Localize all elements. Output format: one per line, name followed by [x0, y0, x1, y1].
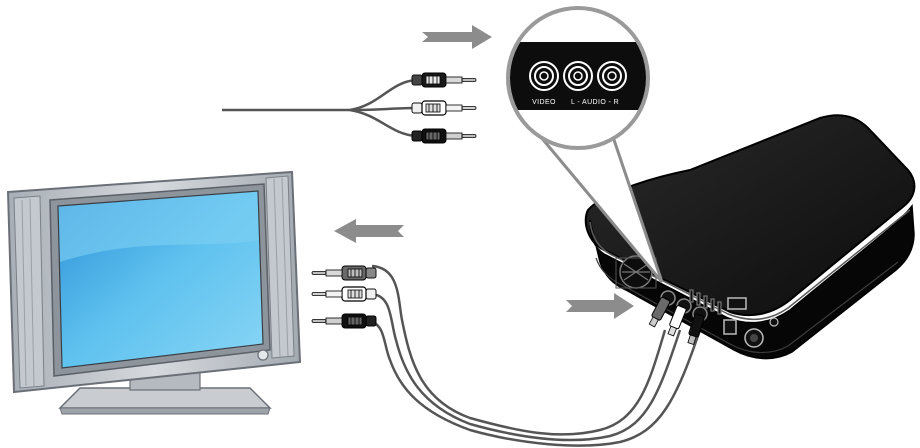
s-video-port-icon	[744, 328, 764, 348]
tv-cable-bundle	[371, 264, 702, 447]
arrow-right-icon	[566, 293, 634, 319]
rca-plug-red	[411, 72, 477, 88]
rca-plug-white	[411, 100, 477, 116]
device-plugs	[648, 296, 705, 345]
rca-plug-black	[311, 313, 377, 329]
power-button-icon	[257, 349, 269, 361]
panel-label-video: VIDEO	[532, 99, 556, 106]
rca-plug-black	[411, 128, 477, 144]
hdmi-port-icon	[727, 297, 747, 310]
rca-plug-gray	[311, 265, 377, 281]
usb-port-icon	[723, 319, 737, 335]
tv-monitor	[6, 170, 302, 415]
panel-label-audio: L - AUDIO - R	[571, 99, 619, 106]
panel-jack-audio-right	[597, 61, 627, 91]
dc-port-icon	[769, 317, 779, 327]
rca-plug-white	[311, 286, 377, 302]
arrow-right-icon	[422, 25, 492, 49]
arrow-left-icon	[334, 219, 404, 243]
magnifier-callout-icon: VIDEO L - AUDIO - R	[506, 6, 664, 283]
vent-slots	[689, 289, 722, 315]
top-cable-bundle	[222, 78, 417, 138]
panel-jack-video	[529, 61, 559, 91]
panel-jack-audio-left	[563, 61, 593, 91]
